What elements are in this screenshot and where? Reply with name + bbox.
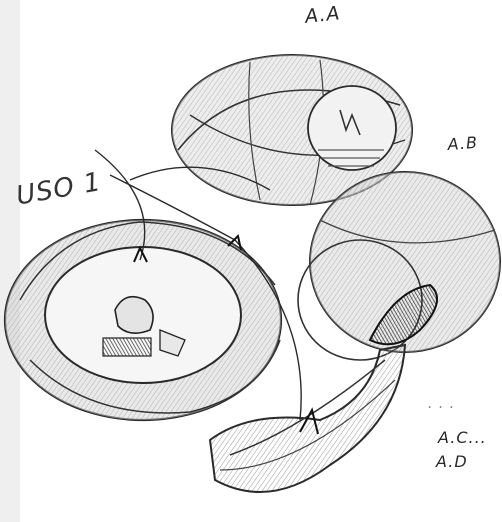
label-module-ac: A.C...: [438, 428, 487, 447]
label-module-ad: A.D: [436, 452, 468, 471]
module-aa-window: [308, 86, 396, 170]
paper-shadow: [0, 0, 20, 522]
label-dots: . . .: [428, 396, 455, 412]
label-module-aa: A.A: [304, 2, 341, 28]
label-module-ab: A.B: [447, 133, 479, 154]
